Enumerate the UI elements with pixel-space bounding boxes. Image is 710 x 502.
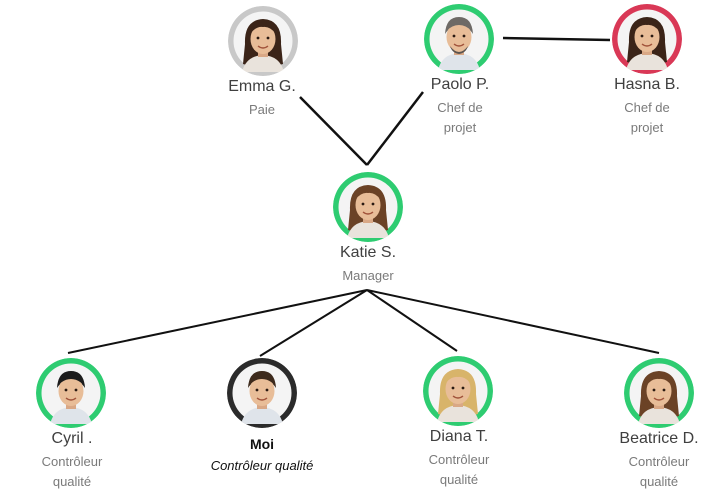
person-role: Contrôleur qualité — [41, 454, 103, 489]
person-photo — [612, 4, 682, 74]
person-role: Chef de projet — [437, 100, 483, 135]
person-photo — [424, 4, 494, 74]
person-role: Contrôleur qualité — [628, 454, 690, 489]
connector-emma-katie — [299, 96, 368, 166]
person-role: Contrôleur qualité — [428, 452, 490, 487]
connector-paolo-katie — [366, 91, 424, 166]
person-photo — [624, 358, 694, 428]
person-photo — [36, 358, 106, 428]
connector-katie-moi — [259, 289, 368, 357]
person-name: Diana T. — [429, 428, 489, 445]
person-photo — [423, 356, 493, 426]
person-name: Hasna B. — [614, 76, 680, 93]
connector-katie-diana — [366, 289, 458, 352]
avatar-paolo[interactable] — [424, 4, 494, 74]
person-name: Moi — [249, 436, 275, 452]
avatar-emma[interactable] — [228, 6, 298, 76]
person-photo — [333, 172, 403, 242]
avatar-moi[interactable] — [227, 358, 297, 428]
person-name: Emma G. — [228, 78, 296, 95]
person-photo — [227, 358, 297, 428]
connector-katie-beatrice — [366, 289, 660, 354]
avatar-diana[interactable] — [423, 356, 493, 426]
avatar-hasna[interactable] — [612, 4, 682, 74]
avatar-cyril[interactable] — [36, 358, 106, 428]
person-name: Cyril . — [51, 430, 93, 447]
avatar-beatrice[interactable] — [624, 358, 694, 428]
connector-katie-cyril — [67, 289, 368, 354]
person-role: Contrôleur qualité — [210, 458, 314, 473]
person-role: Manager — [342, 268, 394, 283]
person-name: Paolo P. — [430, 76, 490, 93]
connector-paolo-hasna — [502, 36, 611, 42]
avatar-katie[interactable] — [333, 172, 403, 242]
person-name: Katie S. — [339, 244, 397, 261]
person-photo — [228, 6, 298, 76]
person-name: Beatrice D. — [619, 430, 699, 447]
person-role: Paie — [248, 102, 276, 117]
person-role: Chef de projet — [624, 100, 670, 135]
